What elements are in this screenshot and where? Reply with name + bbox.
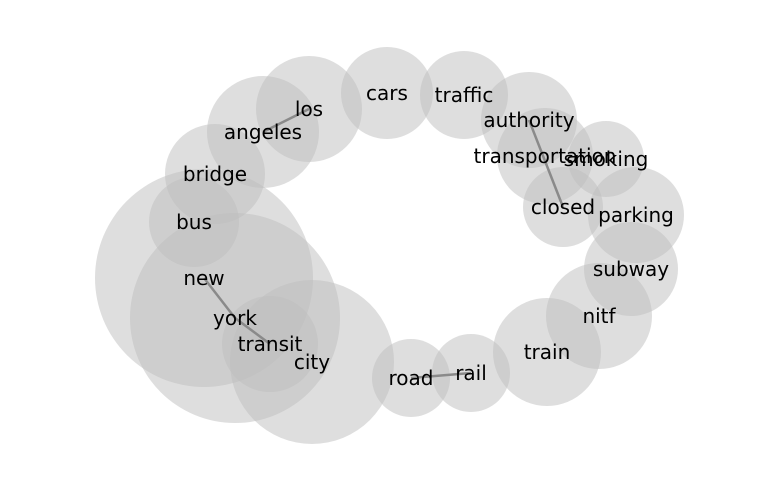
label-angeles: angeles bbox=[224, 120, 302, 144]
label-closed: closed bbox=[531, 195, 595, 219]
label-road: road bbox=[389, 366, 434, 390]
link-york-transit bbox=[234, 316, 271, 346]
link-new-york bbox=[203, 277, 236, 319]
label-parking: parking bbox=[598, 203, 674, 227]
bubble-bridge bbox=[165, 124, 265, 224]
label-bridge: bridge bbox=[183, 162, 247, 186]
label-nitf: nitf bbox=[582, 304, 616, 328]
label-subway: subway bbox=[593, 257, 669, 281]
label-authority: authority bbox=[483, 108, 574, 132]
link-layer bbox=[203, 107, 565, 380]
bubble-cars bbox=[341, 47, 433, 139]
label-city: city bbox=[294, 350, 330, 374]
link-los-angeles bbox=[262, 107, 310, 134]
label-smoking: smoking bbox=[564, 147, 649, 171]
label-traffic: traffic bbox=[435, 83, 494, 107]
label-rail: rail bbox=[455, 361, 487, 385]
link-road-rail bbox=[410, 371, 472, 380]
bubble-train bbox=[493, 298, 601, 406]
label-los: los bbox=[295, 97, 323, 121]
label-transportation: transportation bbox=[474, 144, 617, 168]
label-new: new bbox=[183, 266, 224, 290]
bubble-layer bbox=[95, 47, 684, 444]
label-bus: bus bbox=[176, 210, 212, 234]
label-transit: transit bbox=[238, 332, 303, 356]
link-authority-closed bbox=[527, 119, 565, 208]
label-york: york bbox=[213, 306, 257, 330]
label-cars: cars bbox=[366, 81, 408, 105]
label-train: train bbox=[524, 340, 571, 364]
